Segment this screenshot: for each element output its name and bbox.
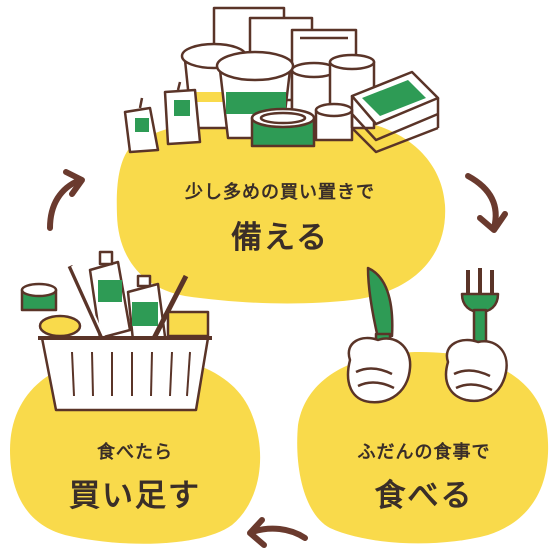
- buy-caption-line2: 買い足す: [69, 478, 201, 514]
- basket-illustration: [20, 250, 212, 412]
- stock-caption-line1: 少し多めの買い置きで: [185, 182, 375, 203]
- yellow-blob-top: [116, 115, 446, 304]
- arrow-to-buy-icon: [249, 525, 308, 541]
- buy-caption-line1: 食べたら: [97, 442, 173, 463]
- eat-caption-line1: ふだんの食事で: [357, 442, 491, 463]
- stockpile-illustration: [123, 6, 440, 154]
- buy-caption: 食べたら 買い足す: [20, 438, 250, 515]
- eat-caption: ふだんの食事で 食べる: [306, 438, 542, 515]
- arrow-to-eat-icon: [465, 173, 499, 231]
- stock-caption: 少し多めの買い置きで 備える: [120, 178, 440, 257]
- stock-caption-line2: 備える: [230, 220, 330, 256]
- cutlery-illustration: [346, 266, 508, 404]
- cycle-arrows: [47, 169, 508, 548]
- eat-caption-line2: 食べる: [374, 478, 474, 514]
- arrow-to-stock-icon: [47, 177, 83, 231]
